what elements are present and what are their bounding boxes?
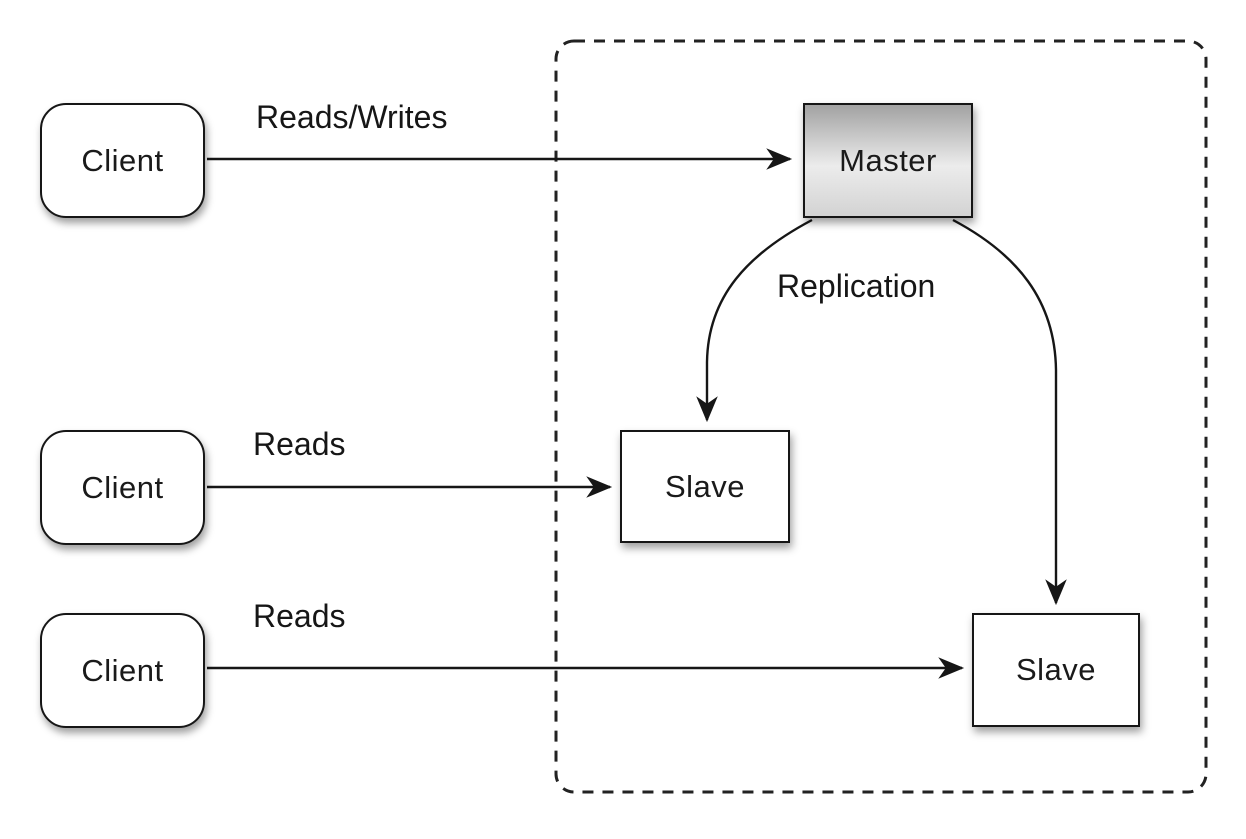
slave-node-2: Slave [972,613,1140,727]
slave-node-2-label: Slave [1015,652,1097,687]
slave-node-1: Slave [620,430,790,543]
master-node: Master [803,103,973,218]
edge-label-replication: Replication [777,268,936,304]
edge-label-reads-3: Reads [253,598,346,634]
client-node-1: Client [40,103,205,218]
edge-replication-left-arrow [696,218,813,423]
slave-node-1-label: Slave [664,468,746,504]
client-node-3: Client [40,613,205,728]
client-node-2-label: Client [81,469,164,505]
edge-label-reads-2: Reads [253,426,346,462]
client-node-2: Client [40,430,205,545]
edge-replication-right-arrow [952,218,1067,606]
edge-label-reads-writes: Reads/Writes [256,99,448,135]
client-node-3-label: Client [81,652,164,688]
master-node-label: Master [839,142,937,178]
replication-group-boundary [554,39,1208,794]
client-node-1-label: Client [81,142,164,178]
